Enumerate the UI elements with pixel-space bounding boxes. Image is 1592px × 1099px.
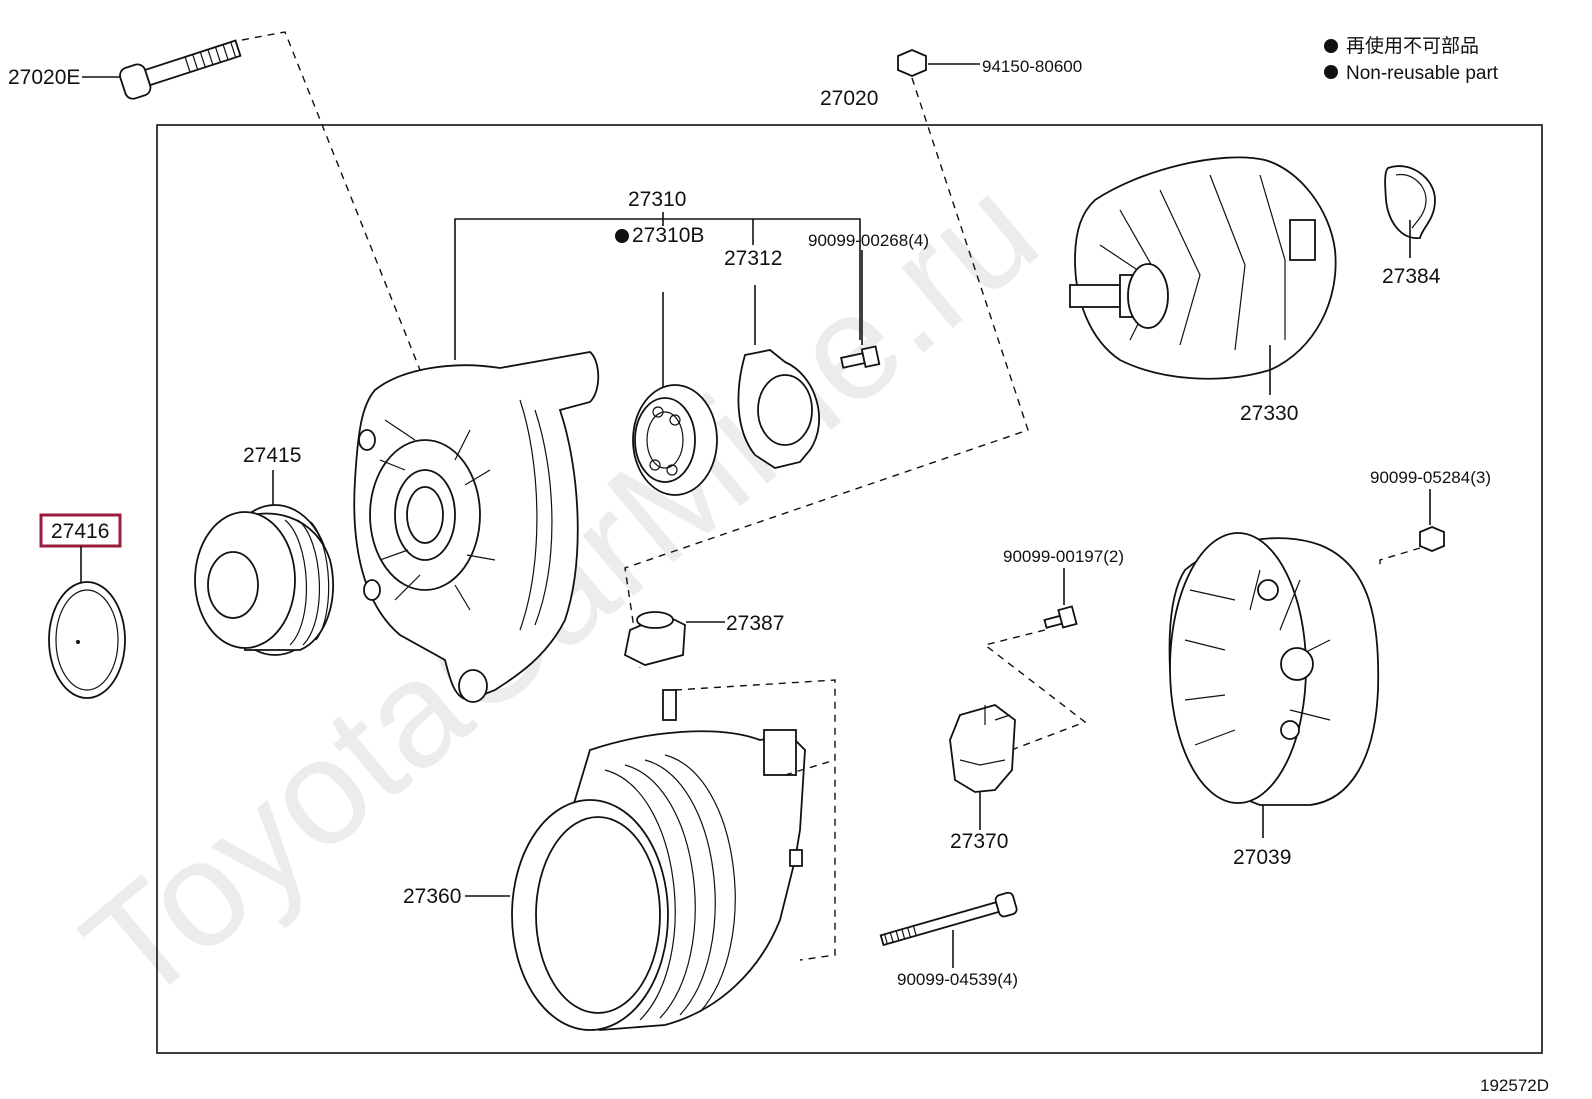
leader-dashed	[674, 679, 836, 961]
part-label-94150-80600[interactable]: 94150-80600	[982, 57, 1082, 76]
part-label-27020E[interactable]: 27020E	[8, 66, 80, 89]
part-label-27416[interactable]: 27416	[51, 520, 109, 543]
part-label-27310B[interactable]: 27310B	[632, 224, 704, 247]
part-label-27415[interactable]: 27415	[243, 444, 301, 467]
rear-frame-27360[interactable]: 27360	[403, 689, 806, 1031]
bearing-27310B[interactable]	[632, 292, 718, 496]
plug-27387[interactable]: 27387	[623, 611, 784, 666]
diagram-id: 192572D	[1480, 1076, 1549, 1095]
diagram-frame	[156, 124, 1543, 1054]
bracket-line	[454, 218, 861, 360]
part-label-27360[interactable]: 27360	[403, 885, 461, 908]
non-reusable-dot-icon	[1324, 65, 1338, 79]
screw-90099-00268[interactable]	[840, 250, 881, 372]
part-label-90099-05284[interactable]: 90099-05284(3)	[1370, 468, 1491, 487]
drive-end-frame-27310[interactable]	[353, 351, 600, 703]
leader-dashed	[784, 759, 836, 776]
legend: 再使用不可部品 Non-reusable part	[1324, 35, 1499, 84]
part-label-27310[interactable]: 27310	[628, 188, 686, 211]
nut-94150-80600[interactable]: 94150-80600	[897, 49, 1082, 77]
washer-27416[interactable]: 27416	[39, 513, 126, 699]
insulator-27384[interactable]: 27384	[1382, 165, 1441, 288]
part-label-27020[interactable]: 27020	[820, 87, 878, 110]
nut-icon	[897, 49, 927, 77]
part-label-90099-04539[interactable]: 90099-04539(4)	[897, 970, 1018, 989]
part-label-90099-00197[interactable]: 90099-00197(2)	[1003, 547, 1124, 566]
non-reusable-dot-icon	[615, 229, 629, 243]
part-label-27387[interactable]: 27387	[726, 612, 784, 635]
nut-90099-05284[interactable]: 90099-05284(3)	[1370, 468, 1491, 552]
part-label-27370[interactable]: 27370	[950, 830, 1008, 853]
bolt-27020E[interactable]: 27020E	[8, 33, 243, 101]
rotor-27330[interactable]: 27330	[1069, 156, 1337, 425]
leader-dashed	[983, 629, 1087, 761]
legend-en: Non-reusable part	[1346, 63, 1499, 84]
screw-icon	[1043, 605, 1078, 629]
bolt-icon	[119, 39, 242, 100]
long-bolt-icon	[879, 891, 1018, 947]
pulley-27415[interactable]: 27415	[194, 444, 334, 656]
nut-icon	[1419, 526, 1445, 552]
retainer-plate-27312[interactable]	[737, 285, 820, 469]
screw-90099-00197[interactable]: 90099-00197(2)	[1003, 547, 1124, 632]
part-label-27330[interactable]: 27330	[1240, 402, 1298, 425]
leader-dashed	[241, 31, 421, 371]
part-label-27039[interactable]: 27039	[1233, 846, 1291, 869]
part-label-27384[interactable]: 27384	[1382, 265, 1441, 288]
brush-holder-27370[interactable]: 27370	[949, 704, 1016, 853]
rear-cover-27039[interactable]: 27039	[1168, 532, 1380, 869]
legend-jp: 再使用不可部品	[1346, 35, 1479, 57]
bolt-90099-04539[interactable]: 90099-04539(4)	[879, 891, 1018, 989]
leader-dashed	[624, 77, 1029, 669]
part-label-90099-00268[interactable]: 90099-00268(4)	[808, 231, 929, 250]
leader-dashed	[1379, 547, 1421, 565]
screw-icon	[840, 345, 881, 369]
non-reusable-dot-icon	[1324, 39, 1338, 53]
part-label-27312[interactable]: 27312	[724, 247, 782, 270]
